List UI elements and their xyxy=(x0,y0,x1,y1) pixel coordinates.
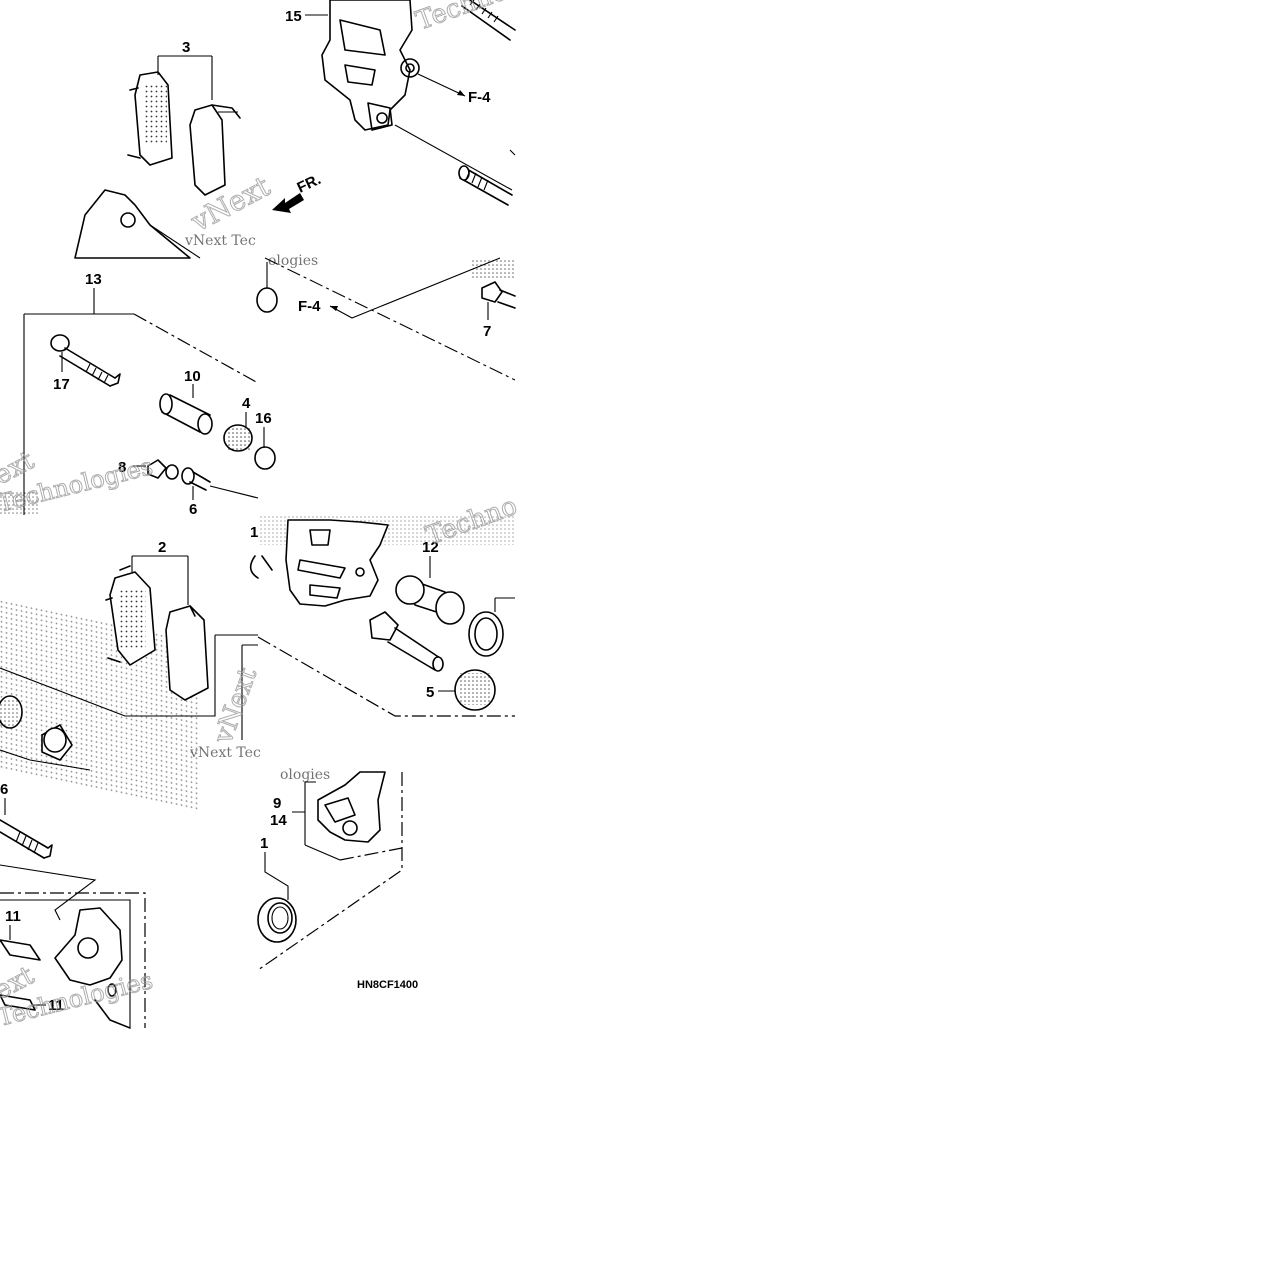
tile-2: ologies F-4 7 xyxy=(256,253,516,381)
callout-11-a: 11 xyxy=(5,908,21,925)
callout-1-bottom: 1 xyxy=(260,835,268,852)
watermark-vnext-tec: vNext Tec xyxy=(184,233,256,249)
clip-11-a xyxy=(0,939,41,961)
callout-13: 13 xyxy=(85,271,102,288)
brake-pad-set-3 xyxy=(127,71,241,196)
watermark-vnext-tec-2: vNext Tec xyxy=(189,745,261,761)
direction-label: FR. xyxy=(295,171,324,197)
callout-11-b: 11 xyxy=(48,997,64,1014)
pin-bolt xyxy=(369,611,444,672)
callout-17: 17 xyxy=(53,376,70,393)
front-direction-arrow: FR. xyxy=(272,171,324,213)
tile-6: ologies 9 14 1 HN8CF1400 xyxy=(257,767,418,991)
caliper-body-mid xyxy=(285,519,389,607)
callout-4: 4 xyxy=(242,395,251,412)
bolt-top-right xyxy=(461,0,516,41)
callout-12: 12 xyxy=(422,539,439,556)
brake-pad-set-2 xyxy=(105,565,209,701)
callout-1-top: 1 xyxy=(250,524,258,541)
bolt-mid-right xyxy=(394,124,516,206)
diagram-code: HN8CF1400 xyxy=(357,979,418,991)
bolt-17 xyxy=(50,334,121,387)
boot-4 xyxy=(223,424,253,452)
callout-10: 10 xyxy=(184,368,201,385)
callout-8: 8 xyxy=(118,459,126,476)
callout-5: 5 xyxy=(426,684,434,701)
clip-11-b xyxy=(0,994,36,1011)
callout-9: 9 xyxy=(273,795,281,812)
sleeve-10 xyxy=(159,393,213,435)
watermark-ologies-1: ologies xyxy=(268,253,318,269)
watermark-ologies-2: ologies xyxy=(280,767,330,783)
bracket-9-14 xyxy=(317,771,386,843)
caliper-body-top xyxy=(321,0,420,131)
bracket-bottom-left xyxy=(54,907,131,1029)
tile-4: 1 12 5 Techno xyxy=(249,491,522,717)
callout-7: 6 xyxy=(189,501,197,518)
ref-f4-top: F-4 xyxy=(468,89,491,106)
tile-5: 2 vNext Tec vNext xyxy=(0,539,264,813)
callout-14: 14 xyxy=(270,812,287,829)
tile-top: F-4 15 3 FR. vNext Tec vNext Techno xyxy=(74,0,516,259)
callout-6-top: 7 xyxy=(483,323,491,340)
bolt-6-bottom xyxy=(0,819,53,859)
bleeder-8 xyxy=(147,459,179,480)
callout-16: 16 xyxy=(255,410,272,427)
callout-6-bottom: 6 xyxy=(0,781,8,798)
watermark-vnext-2: vNext xyxy=(208,663,263,748)
callout-2: 2 xyxy=(158,539,166,556)
cap-16 xyxy=(254,446,276,470)
ref-f4-mid: F-4 xyxy=(298,298,321,315)
spring-clip xyxy=(249,555,273,579)
dust-seal-1 xyxy=(257,897,297,943)
piston-12 xyxy=(395,575,465,625)
tile-7: 6 11 11 ext Technologies xyxy=(0,781,156,1032)
callout-3: 3 xyxy=(182,39,190,56)
callout-15: 15 xyxy=(285,8,302,25)
tile-3: 13 17 10 4 16 xyxy=(0,271,276,518)
boot-5 xyxy=(454,669,496,711)
bleeder-7 xyxy=(181,467,211,491)
